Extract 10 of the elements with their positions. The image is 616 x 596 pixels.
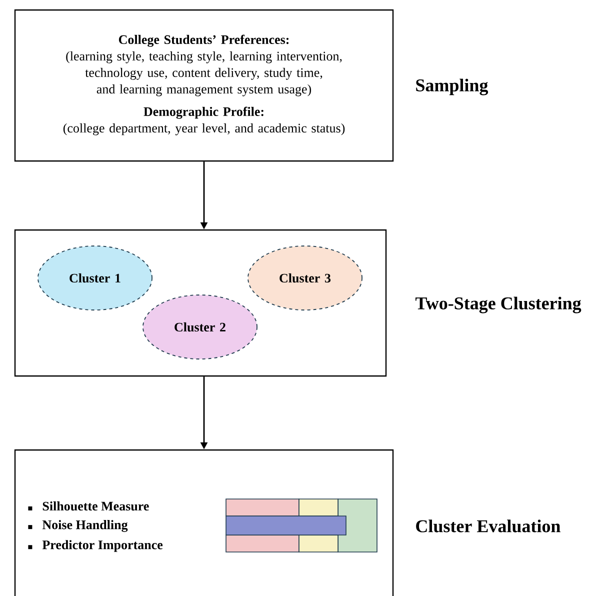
- description: (college department, year level, and academic status): [63, 123, 345, 136]
- description: (learning style, teaching style, learning intervention, technology use, content delivery, study time, and learning management system usage): [66, 51, 342, 96]
- heading: College Students’ Preferences:: [118, 34, 289, 47]
- stage-label: Sampling: [416, 78, 488, 96]
- stage-label: Cluster Evaluation: [416, 520, 560, 532]
- bullet-item: Silhouette Measure: [28, 501, 149, 511]
- heading: Demographic Profile:: [144, 106, 264, 119]
- stage-label: Two-Stage Clustering: [415, 296, 582, 314]
- bullet-item: Noise Handling: [28, 520, 128, 532]
- bullet-item: Predictor Importance: [28, 540, 163, 552]
